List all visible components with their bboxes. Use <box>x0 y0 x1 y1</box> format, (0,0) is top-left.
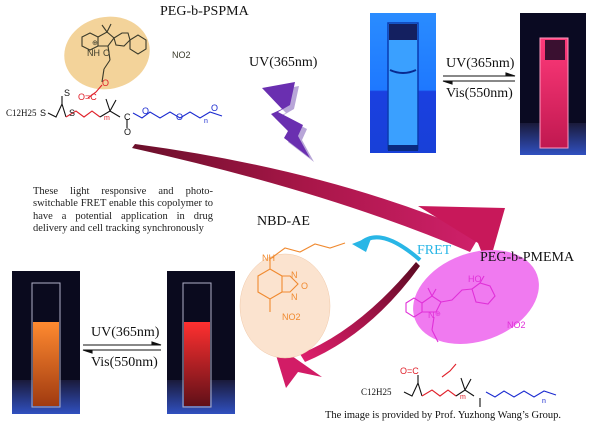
chem-end-group: C12H25 <box>6 108 37 118</box>
mero-n-rep: n <box>542 398 546 405</box>
chem-peg-o3: O <box>211 103 219 113</box>
dye-ellipse <box>239 253 331 359</box>
merocyanine-ellipse <box>413 250 539 344</box>
chem-end-group-bottom: C12H25 <box>361 387 392 397</box>
bottom-polymer-backbone <box>403 363 557 407</box>
dye-label: NBD-AE <box>257 214 310 229</box>
uv-main-label: UV(365nm) <box>249 55 318 70</box>
mero-n: N <box>428 310 435 320</box>
chem-n: n <box>204 118 208 125</box>
switch-bottom-forward: UV(365nm) <box>91 325 160 340</box>
chem-s1: S <box>40 108 47 118</box>
bottom-polymer-label: PEG-b-PMEMA <box>480 250 575 265</box>
cuvette-photo-pink <box>520 13 586 155</box>
chem-ester-o: O <box>102 78 110 88</box>
chem-s3: S <box>69 108 76 118</box>
equilibrium-arrows-icon <box>82 341 162 354</box>
chem-peg-o1: O <box>142 106 150 116</box>
mero-nplus: ⊕ <box>435 311 441 318</box>
chem-c: C <box>124 112 131 122</box>
cuvette-photo-red <box>167 271 235 414</box>
dye-n1: N <box>291 270 298 280</box>
dye-no2: NO2 <box>282 312 301 322</box>
spiropyran-structure <box>81 23 147 83</box>
cuvette-photo-blue <box>370 13 436 153</box>
chem-nh: NH <box>87 48 100 58</box>
top-polymer-label: PEG-b-PSPMA <box>160 4 249 19</box>
mero-ho: HO <box>468 274 482 284</box>
transition-arrow-reverse <box>300 262 420 362</box>
lightning-bolt-icon <box>262 82 314 162</box>
chem-no2: NO2 <box>172 50 191 60</box>
chem-peg-o2: O <box>176 112 184 122</box>
fret-arrow-head <box>352 236 372 252</box>
mero-m: m <box>460 394 466 401</box>
equilibrium-arrows-icon <box>442 72 516 85</box>
description-text: These light responsive and photo-switcha… <box>33 186 213 234</box>
chem-nplus: ⊕ <box>92 40 98 47</box>
dye-o: O <box>301 281 309 291</box>
chem-m: m <box>104 115 110 122</box>
transition-arrow-forward <box>132 144 480 252</box>
switch-bottom-reverse: Vis(550nm) <box>91 355 158 370</box>
mero-no2: NO2 <box>507 320 526 330</box>
credit-text: The image is provided by Prof. Yuzhong W… <box>325 410 561 421</box>
merocyanine-structure <box>405 275 496 343</box>
dye-nh: NH <box>262 253 275 263</box>
chem-o-bottom: O <box>124 127 132 137</box>
switch-top-reverse: Vis(550nm) <box>446 86 513 101</box>
cuvette-photo-orange <box>12 271 80 414</box>
switch-top-forward: UV(365nm) <box>446 56 515 71</box>
fret-label: FRET <box>417 243 452 258</box>
dye-n2: N <box>291 292 298 302</box>
top-polymer-backbone <box>47 84 223 128</box>
chem-o-ring: O <box>103 48 111 58</box>
chem-s2: S <box>64 88 71 98</box>
chem-carbonyl: O=C <box>78 92 97 102</box>
nbd-structure <box>257 242 346 312</box>
mero-carbonyl: O=C <box>400 366 419 376</box>
